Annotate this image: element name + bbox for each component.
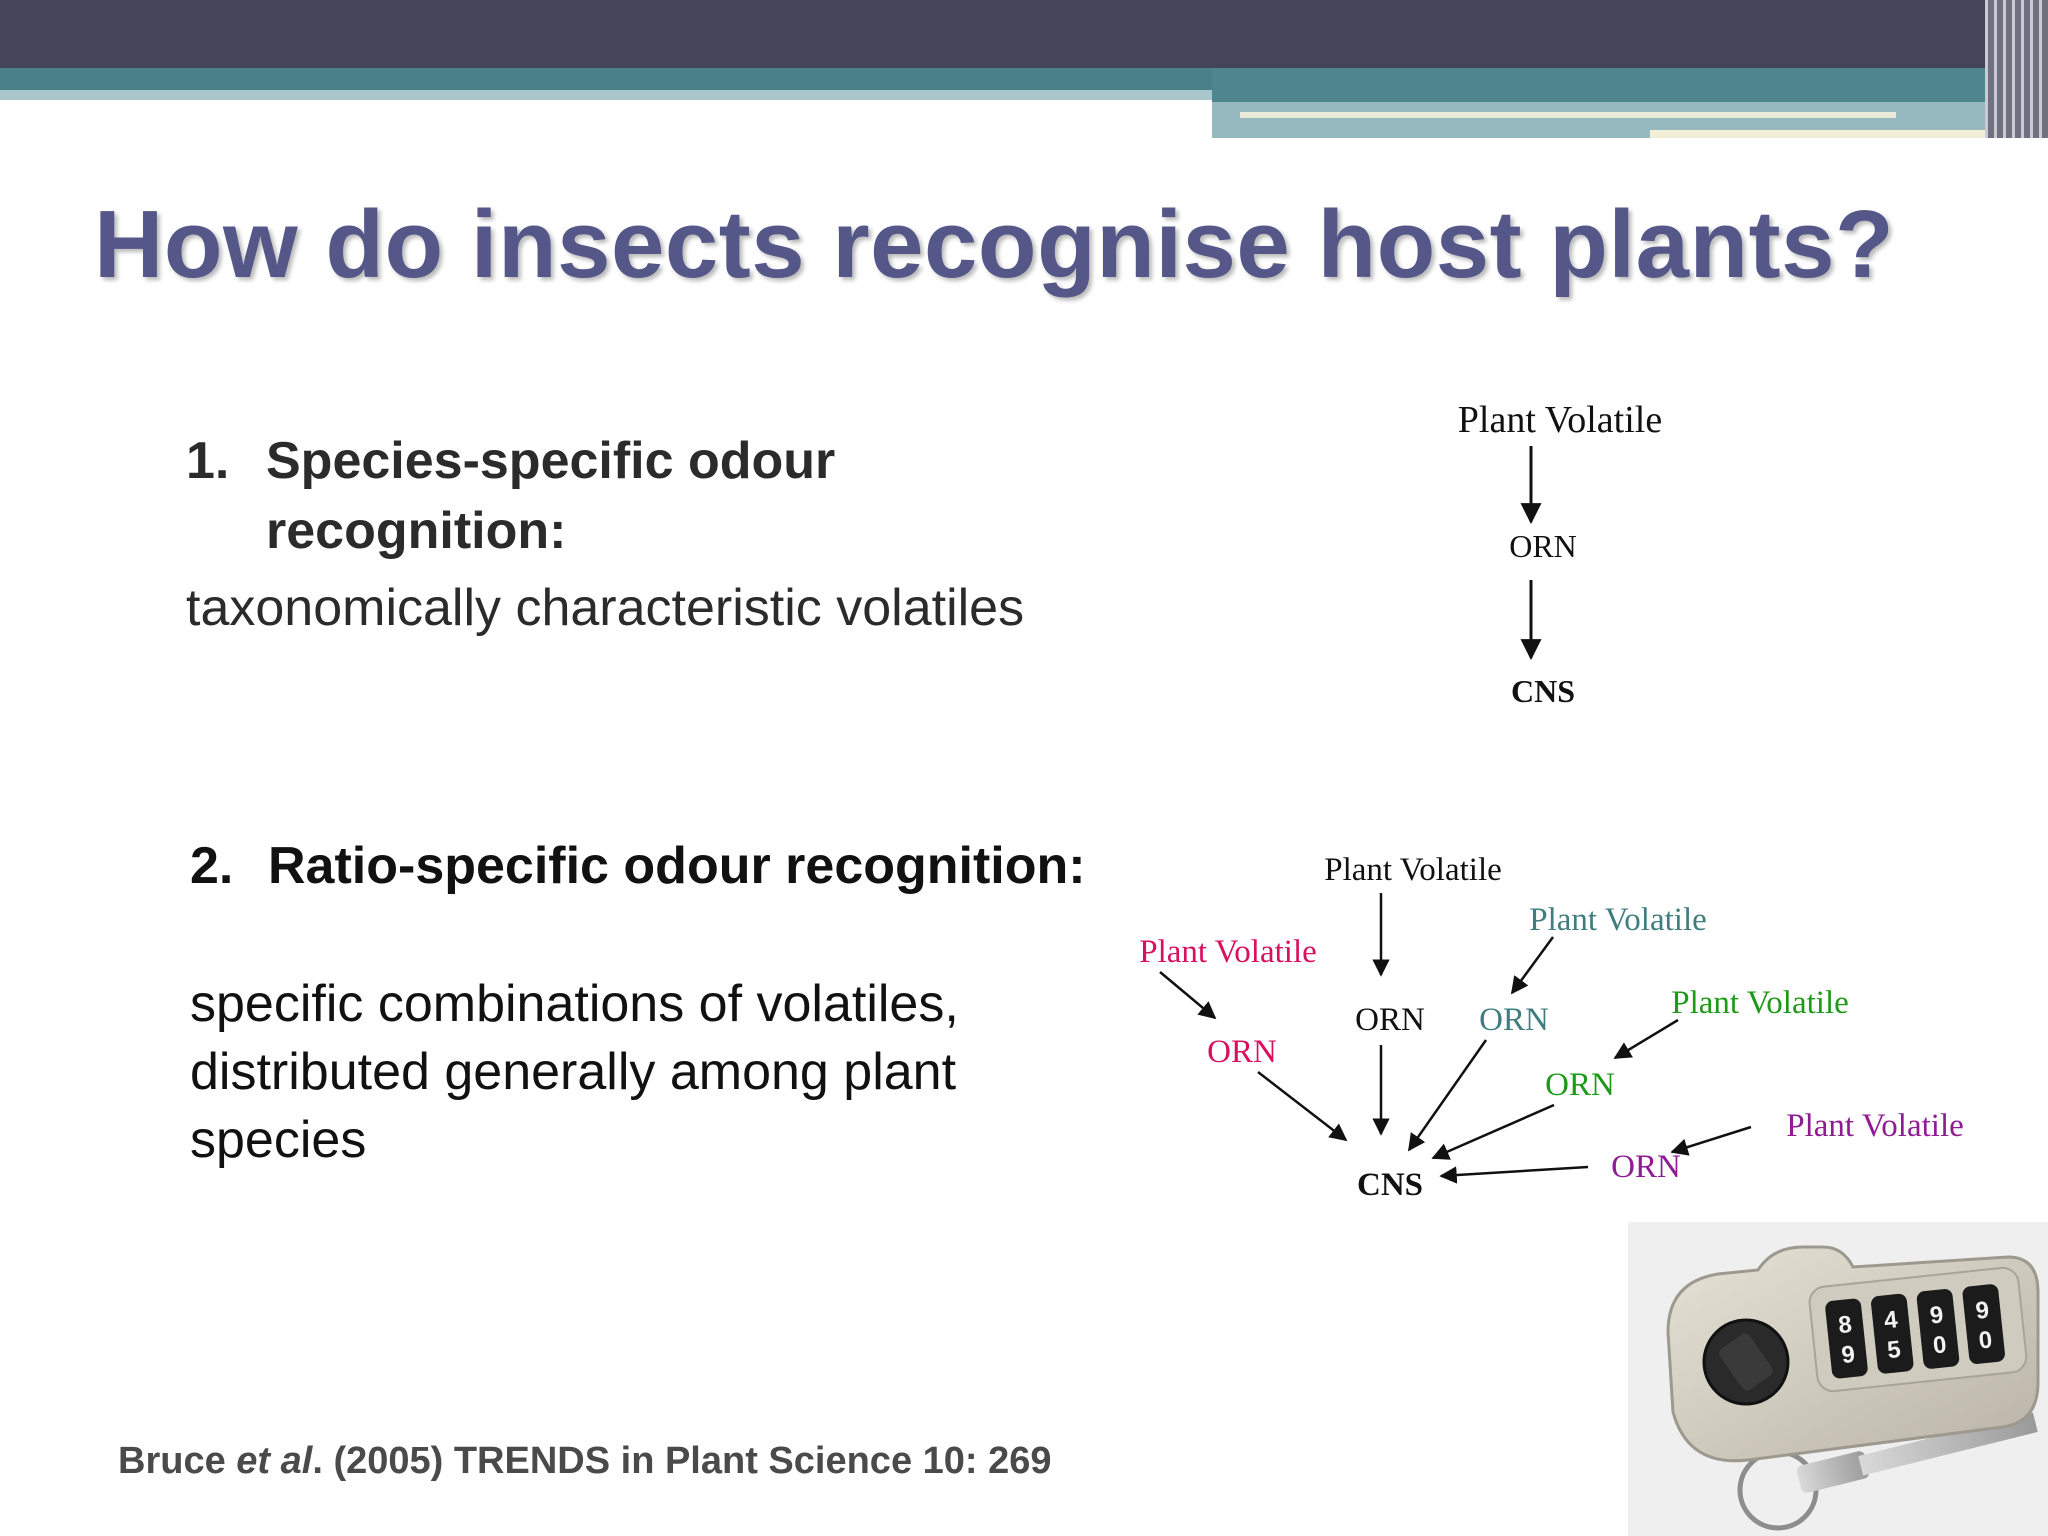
diagram2-arrow-green-orn [1431, 1103, 1555, 1160]
slide-title: How do insects recognise host plants? [94, 191, 1895, 298]
citation: Bruce et al. (2005) TRENDS in Plant Scie… [118, 1440, 1052, 1483]
diagram2-volatile-black: Plant Volatile [1324, 852, 1502, 888]
lock-dial-bottom: 0 [1977, 1326, 1993, 1354]
diagram2-volatile-purple: Plant Volatile [1786, 1108, 1964, 1144]
combination-lock-image: 8 4 9 9 9 5 0 0 [1628, 1222, 2048, 1536]
point2-heading: 2. Ratio-specific odour recognition: [190, 836, 1086, 896]
diagram2-orn-teal: ORN [1479, 1002, 1549, 1038]
point2-description-line: specific combinations of volatiles, [190, 975, 959, 1033]
header-band-teal [0, 68, 1212, 90]
diagram2-arrow-purple-orn [1439, 1165, 1589, 1184]
lock-dial-top: 9 [1974, 1297, 1990, 1325]
point2-description-line: species [190, 1111, 367, 1169]
lock-dial-top: 9 [1929, 1301, 1945, 1329]
point1-number: 1. [186, 432, 230, 490]
point1-heading: 1. Species-specific odour recognition: [186, 426, 1006, 566]
diagram1-cns-label: CNS [1511, 673, 1575, 709]
point2-description-line: distributed generally among plant [190, 1043, 957, 1101]
diagram1-volatile-label: Plant Volatile [1458, 399, 1662, 441]
diagram2-cns-label: CNS [1357, 1167, 1423, 1203]
lock-dial-top: 8 [1837, 1311, 1853, 1339]
header-accent-line [1240, 112, 1896, 118]
diagram2-arrow-pink-volatile [1159, 971, 1217, 1020]
point2-heading-text: Ratio-specific odour recognition: [268, 837, 1086, 895]
header-band-light-left [0, 90, 1212, 100]
lock-dial-top: 4 [1883, 1306, 1900, 1334]
point1-heading-line2: recognition: [266, 502, 567, 560]
header-accent-line [1650, 130, 2048, 138]
diagram2-orn-green: ORN [1545, 1067, 1615, 1103]
citation-etal: et al [236, 1440, 313, 1482]
point2-number: 2. [190, 837, 234, 895]
diagram2-volatile-teal: Plant Volatile [1529, 902, 1707, 938]
point1-heading-line1: Species-specific odour [266, 432, 836, 490]
diagram2-volatile-pink: Plant Volatile [1139, 934, 1317, 970]
lock-dial-bottom: 9 [1840, 1341, 1856, 1369]
diagram2-arrow-purple-volatile [1670, 1125, 1752, 1156]
diagram1-orn-label: ORN [1509, 528, 1577, 564]
point1-description: taxonomically characteristic volatiles [186, 579, 1025, 637]
header-band-dark [0, 0, 2048, 68]
lock-body: 8 4 9 9 9 5 0 0 [1666, 1245, 2040, 1463]
diagram2-orn-pink: ORN [1207, 1034, 1277, 1070]
citation-rest: . (2005) TRENDS in Plant Science 10: 269 [312, 1440, 1052, 1482]
diagram2-orn-black: ORN [1355, 1002, 1425, 1038]
diagram2-arrow-pink-orn [1257, 1071, 1348, 1142]
diagram2-ratio-specific: Plant Volatile Plant Volatile Plant Vola… [1139, 852, 1964, 1203]
diagram2-arrow-teal-volatile [1510, 936, 1555, 995]
diagram2-orn-purple: ORN [1611, 1149, 1681, 1185]
combination-lock-illustration: 8 4 9 9 9 5 0 0 [1628, 1222, 2048, 1536]
diagram1-species-specific: Plant Volatile ORN CNS [1458, 399, 1662, 709]
diagram2-arrow-teal-orn [1407, 1039, 1488, 1152]
header-stripes [1985, 0, 2048, 138]
point2-description: specific combinations of volatiles, dist… [190, 970, 1090, 1174]
lock-dial-bottom: 0 [1932, 1331, 1948, 1359]
diagram2-arrow-green-volatile [1613, 1018, 1679, 1060]
lock-dial-bottom: 5 [1886, 1336, 1902, 1364]
citation-author: Bruce [118, 1440, 237, 1482]
diagram2-volatile-green: Plant Volatile [1671, 985, 1849, 1021]
